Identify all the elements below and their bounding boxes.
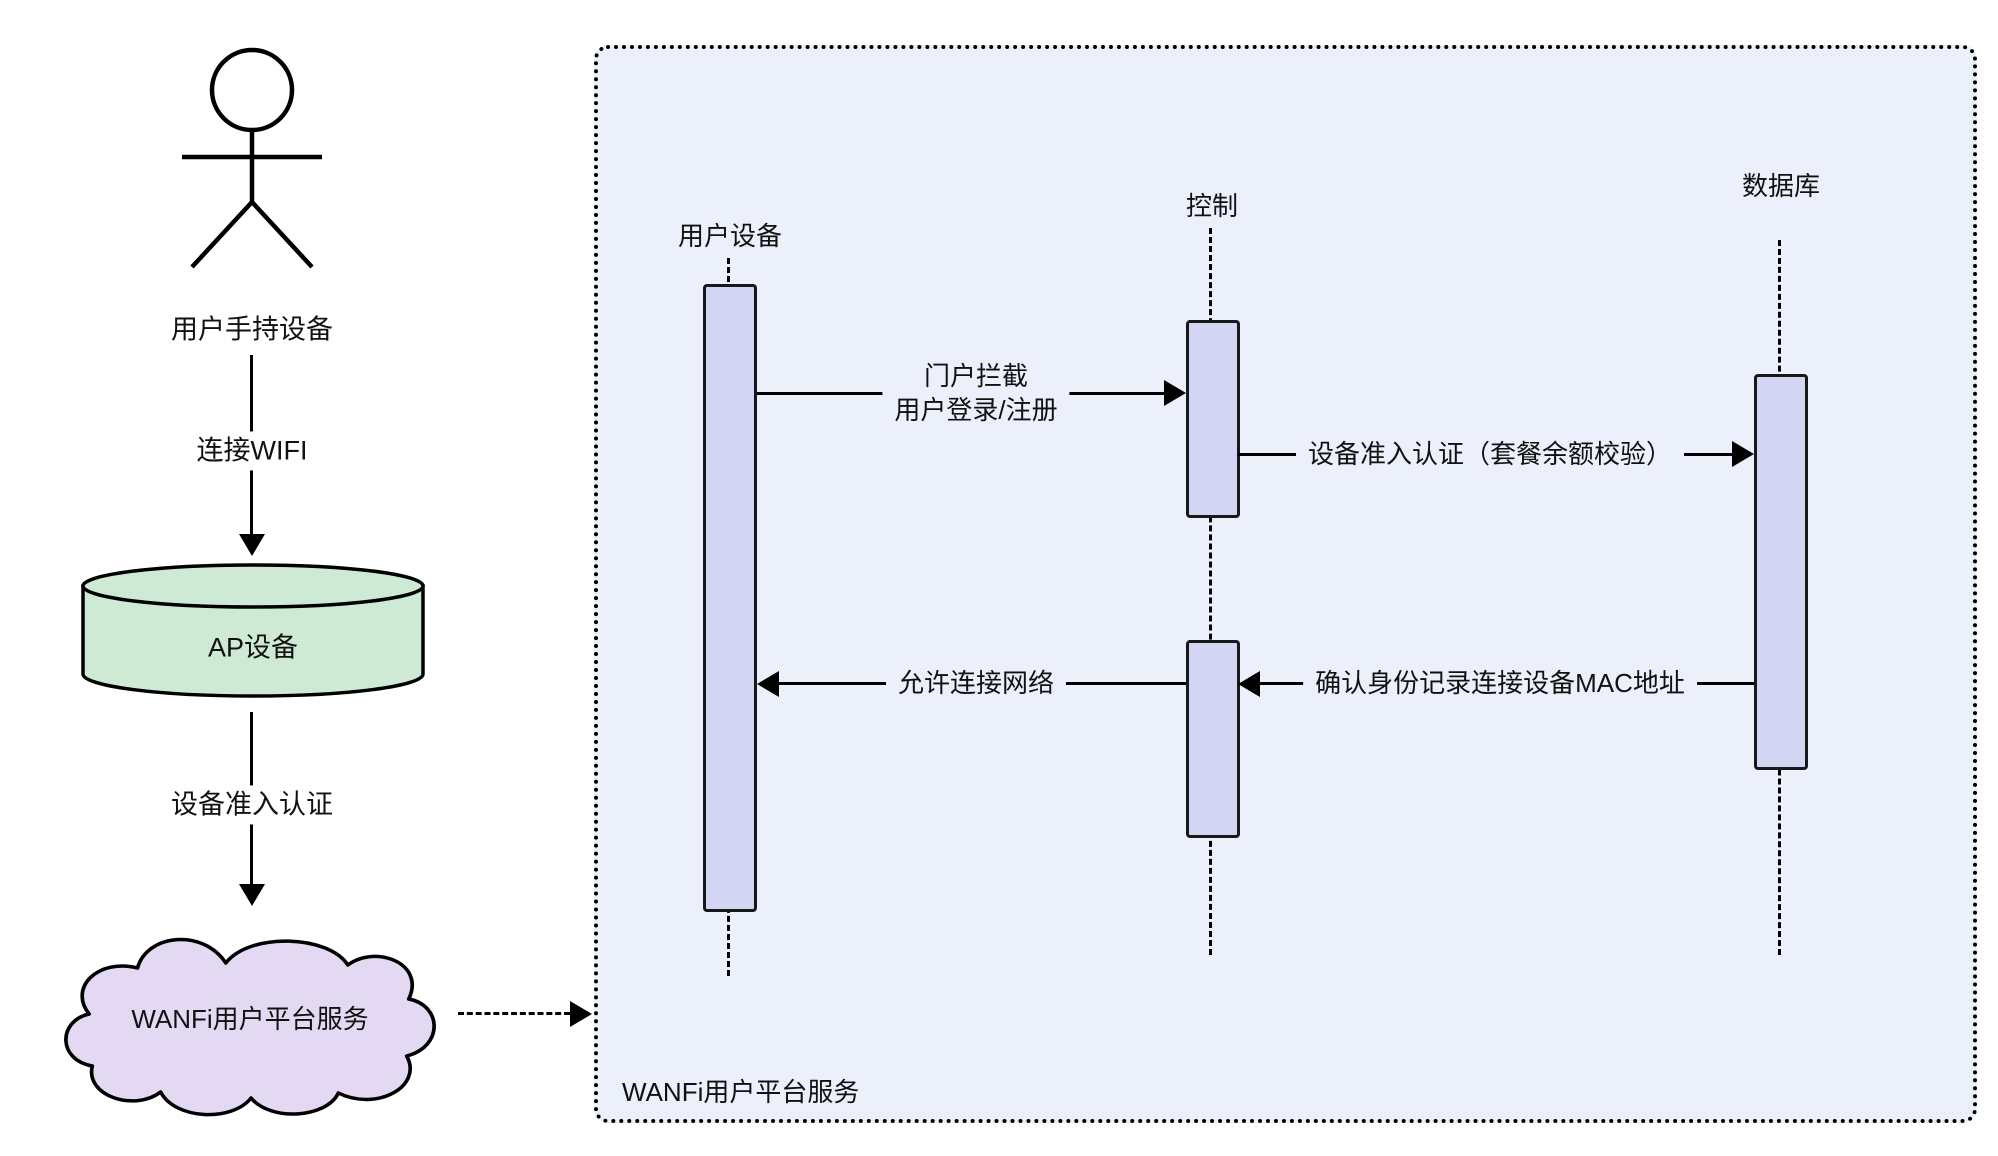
arrowhead-right-icon	[1164, 380, 1186, 406]
message-4-label: 允许连接网络	[885, 665, 1067, 703]
arrowhead-left-icon	[1238, 671, 1260, 697]
message-1-label: 门户拦截 用户登录/注册	[882, 358, 1070, 430]
frame-title: WANFi用户平台服务	[622, 1077, 860, 1107]
message-3-label: 确认身份记录连接设备MAC地址	[1303, 665, 1697, 703]
arrowhead-right-icon	[570, 1001, 592, 1027]
ap-device-cylinder-icon	[81, 563, 425, 698]
activation-user-device	[703, 284, 757, 912]
participant-user-device-label: 用户设备	[677, 221, 783, 252]
system-frame	[594, 45, 1977, 1123]
activation-control-1	[1186, 320, 1240, 518]
cloud-label: WANFi用户平台服务	[131, 1004, 369, 1035]
activation-control-2	[1186, 640, 1240, 838]
ap-device-label: AP设备	[207, 632, 299, 663]
connect-wifi-label: 连接WIFI	[184, 431, 320, 471]
device-auth-label: 设备准入认证	[159, 785, 345, 825]
cloud-to-frame-connector	[458, 1012, 570, 1015]
handheld-user-label: 用户手持设备	[171, 314, 333, 345]
lifeline-control	[1209, 228, 1212, 955]
participant-database-label: 数据库	[1741, 171, 1821, 202]
message-1-line2: 用户登录/注册	[894, 395, 1058, 425]
activation-database	[1754, 374, 1808, 770]
arrowhead-down-icon	[239, 884, 265, 906]
cloud-shape	[64, 937, 436, 1117]
arrowhead-down-icon	[239, 534, 265, 556]
arrowhead-right-icon	[1732, 441, 1754, 467]
handheld-user-actor-icon	[182, 47, 322, 269]
message-2-label: 设备准入认证（套餐余额校验）	[1295, 436, 1685, 474]
participant-control-label: 控制	[1185, 191, 1239, 222]
arrowhead-left-icon	[757, 671, 779, 697]
message-1-line1: 门户拦截	[923, 361, 1029, 392]
